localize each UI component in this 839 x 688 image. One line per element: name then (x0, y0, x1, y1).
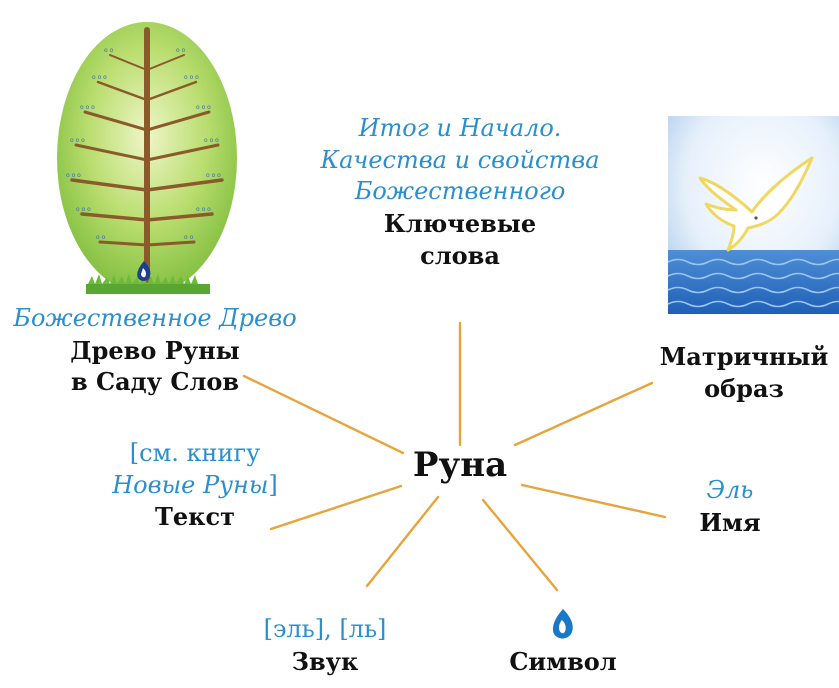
connector-name (520, 483, 667, 519)
text-label: Текст (155, 502, 235, 532)
center-label: Руна (412, 445, 508, 485)
node-keywords: Итог и Начало. Качества и свойства Божес… (300, 113, 620, 271)
node-text: [см. книгу Новые Руны] Текст (95, 438, 295, 533)
svg-text:ο ο: ο ο (184, 234, 194, 241)
keywords-note-line-2: Качества и свойства (320, 145, 600, 174)
svg-text:ο ο ο: ο ο ο (206, 172, 221, 179)
svg-text:ο ο ο: ο ο ο (184, 74, 199, 81)
svg-text:ο ο ο: ο ο ο (196, 104, 211, 111)
sound-label: Звук (291, 646, 359, 676)
connector-sound (365, 495, 440, 588)
node-matrix: Матричный образ (650, 341, 838, 404)
text-note-book-title: Новые Руны (112, 470, 269, 499)
keywords-note-line-1: Итог и Начало. (358, 114, 562, 142)
name-note: Эль (706, 476, 754, 504)
text-note-bracket: ] (268, 470, 278, 499)
matrix-label-line-1: Матричный (659, 342, 829, 371)
connector-tree (242, 374, 405, 455)
svg-text:ο ο: ο ο (104, 47, 114, 54)
text-note-line-2: Новые Руны] (95, 470, 295, 502)
svg-text:ο ο ο: ο ο ο (92, 74, 107, 81)
node-sound: [эль], [ль] Звук (230, 614, 420, 677)
node-name: Эль Имя (660, 475, 800, 538)
tree-illustration: ο ο ο ο ο ο ο ο ο ο ο ο ο ο ο ο ο ο ο ο ο ο … (57, 22, 237, 294)
name-label: Имя (699, 507, 761, 537)
symbol-label: Символ (509, 647, 617, 676)
connector-symbol (481, 498, 559, 592)
tree-label-line-2: в Саду Слов (70, 367, 240, 397)
connector-text (269, 484, 403, 531)
dove-over-water-illustration (667, 116, 839, 314)
svg-text:ο ο: ο ο (96, 234, 106, 241)
svg-text:ο ο ο: ο ο ο (70, 137, 85, 144)
svg-text:ο ο ο: ο ο ο (66, 172, 81, 179)
keywords-label-line-1: Ключевые (383, 209, 537, 239)
svg-text:ο ο ο: ο ο ο (80, 104, 95, 111)
keywords-label-line-2: слова (420, 240, 500, 270)
rune-drop-icon (552, 609, 573, 639)
svg-text:ο ο: ο ο (176, 47, 186, 54)
tree-note: Божественное Древо (13, 304, 297, 332)
text-note-line-1: [см. книгу (129, 439, 261, 467)
node-symbol: Символ (500, 646, 626, 678)
keywords-note-line-3: Божественного (354, 177, 566, 206)
tree-label-line-1: Древо Руны (70, 335, 240, 365)
sound-note: [эль], [ль] (263, 615, 387, 643)
svg-text:ο ο ο: ο ο ο (204, 137, 219, 144)
connector-matrix (513, 381, 654, 447)
svg-text:ο ο ο: ο ο ο (76, 206, 91, 213)
node-tree: Божественное Древо Древо Руны в Саду Сло… (0, 303, 310, 398)
svg-text:ο ο ο: ο ο ο (196, 206, 211, 213)
connector-lines (242, 321, 667, 592)
matrix-label-line-2: образ (704, 373, 784, 403)
